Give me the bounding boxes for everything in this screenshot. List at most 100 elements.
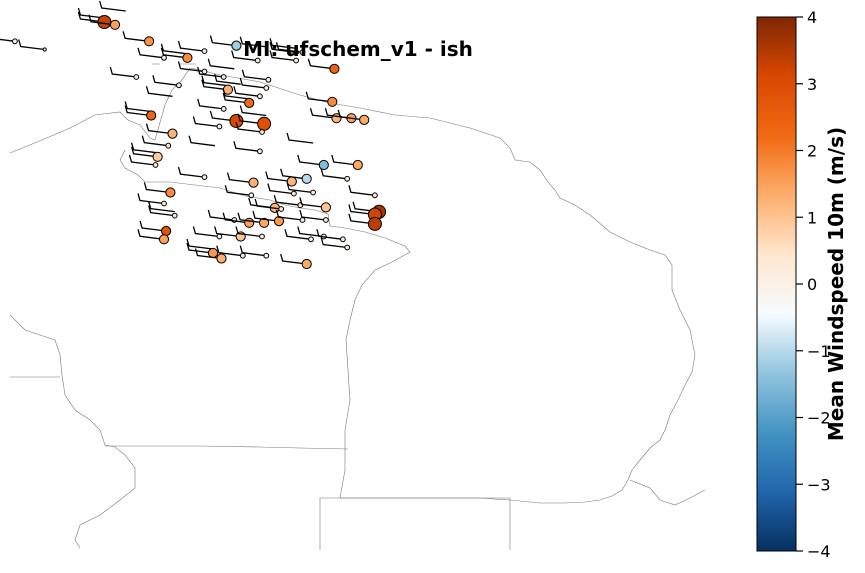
wind-barb xyxy=(201,79,228,91)
colorbar-tick-label: 0 xyxy=(807,275,817,294)
station-marker xyxy=(340,236,346,243)
station xyxy=(286,182,317,196)
station xyxy=(231,50,261,64)
station-marker xyxy=(207,247,219,259)
wisconsin-west-shore xyxy=(9,314,136,549)
station-marker xyxy=(201,174,208,181)
wind-barb xyxy=(269,50,297,62)
station-marker xyxy=(152,151,163,162)
colorbar-tick-label: −1 xyxy=(807,342,831,361)
station xyxy=(18,39,47,52)
wind-barb xyxy=(128,154,156,166)
station-marker xyxy=(239,252,246,259)
ontario-shore xyxy=(629,479,706,506)
station xyxy=(88,14,121,30)
station-marker xyxy=(220,106,227,112)
wind-barb xyxy=(275,42,303,53)
wind-barb xyxy=(99,0,126,12)
station-marker xyxy=(301,173,312,184)
wind-barb xyxy=(222,88,250,100)
station xyxy=(348,185,378,199)
wind-barb xyxy=(309,108,337,119)
ohio-boundary xyxy=(319,497,511,550)
station xyxy=(141,135,172,149)
wind-barb xyxy=(320,237,348,249)
wind-barb xyxy=(186,242,214,254)
station xyxy=(145,86,173,97)
wind-barb xyxy=(143,182,171,194)
upper-peninsula-outline xyxy=(9,67,696,504)
wind-barb xyxy=(297,154,324,166)
station xyxy=(299,209,329,223)
station xyxy=(99,0,126,12)
wind-barb xyxy=(77,7,105,19)
wind-barb xyxy=(233,86,260,97)
map-title: MI: ufschem_v1 - ish xyxy=(243,37,473,61)
station xyxy=(177,40,208,54)
stations-layer xyxy=(0,0,387,270)
wind-barb xyxy=(109,66,137,78)
wind-barb xyxy=(0,38,15,42)
wind-barb xyxy=(231,50,258,62)
station-marker xyxy=(171,212,178,219)
station-marker xyxy=(244,217,255,228)
station-marker xyxy=(299,49,306,56)
station-marker xyxy=(133,74,140,80)
station xyxy=(267,183,297,197)
station-marker xyxy=(152,162,159,168)
wind-barb xyxy=(226,172,254,184)
wind-barb xyxy=(124,105,152,117)
station xyxy=(137,193,167,207)
station xyxy=(130,142,163,162)
station xyxy=(152,75,182,89)
wind-barb xyxy=(214,226,241,238)
station xyxy=(305,91,338,107)
station-marker xyxy=(216,233,223,240)
wind-barb xyxy=(331,154,358,166)
station-marker xyxy=(231,40,242,51)
station-marker xyxy=(165,142,172,149)
wind-barb xyxy=(201,75,228,87)
station xyxy=(128,154,159,168)
wind-barb xyxy=(148,201,175,213)
station xyxy=(192,226,223,240)
station xyxy=(216,245,246,259)
colorbar-label: Mean Windspeed 10m (m/s) xyxy=(824,127,848,441)
station xyxy=(254,198,285,212)
station xyxy=(148,201,178,219)
colorbar-tick-label: 4 xyxy=(807,8,817,27)
wind-barb xyxy=(269,38,297,49)
station xyxy=(269,50,300,64)
wind-barb xyxy=(139,220,167,232)
wind-barb xyxy=(286,182,314,194)
station xyxy=(316,229,346,243)
wind-barb xyxy=(348,213,375,225)
station xyxy=(239,77,270,91)
wind-barb xyxy=(239,105,267,117)
station-marker xyxy=(109,19,121,30)
station-marker xyxy=(254,57,261,64)
colorbar xyxy=(756,16,797,552)
wind-barb xyxy=(273,195,301,206)
station-marker xyxy=(291,190,297,197)
colorbar-tick-label: 2 xyxy=(807,142,817,161)
station xyxy=(299,197,331,213)
station xyxy=(297,154,329,171)
station-marker xyxy=(320,202,331,213)
wind-barb xyxy=(280,253,307,265)
station xyxy=(284,229,314,243)
station xyxy=(192,116,223,130)
station-marker xyxy=(244,97,255,109)
wind-barb xyxy=(207,58,235,70)
wind-barb xyxy=(209,110,237,122)
indiana-boundary xyxy=(105,445,349,450)
station xyxy=(239,105,267,117)
station xyxy=(237,212,270,228)
wind-barb xyxy=(267,183,294,195)
station xyxy=(124,101,157,121)
station xyxy=(307,58,340,74)
station xyxy=(137,229,170,245)
wind-barb xyxy=(160,47,188,59)
station xyxy=(222,88,255,109)
